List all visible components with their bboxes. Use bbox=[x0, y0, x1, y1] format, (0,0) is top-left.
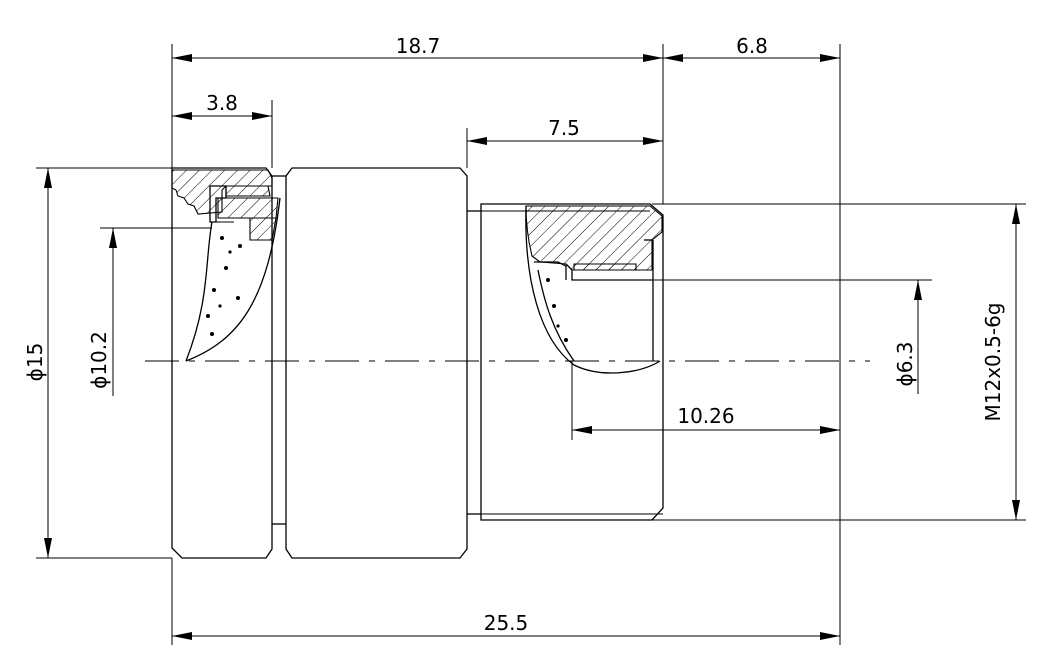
dim-thread: M12x0.5-6g bbox=[981, 303, 1005, 422]
dimension-lines bbox=[44, 54, 1020, 640]
dim-10-26: 10.26 bbox=[677, 404, 734, 428]
dim-18-7: 18.7 bbox=[396, 34, 441, 58]
dim-6-8: 6.8 bbox=[736, 34, 768, 58]
dim-25-5: 25.5 bbox=[484, 611, 529, 635]
dim-7-5: 7.5 bbox=[548, 116, 580, 140]
dimension-labels: 18.7 6.8 3.8 7.5 25.5 10.26 ϕ15 ϕ10.2 ϕ6… bbox=[23, 34, 1005, 635]
right-section bbox=[525, 205, 663, 374]
dim-3-8: 3.8 bbox=[206, 91, 238, 115]
dim-phi15: ϕ15 bbox=[23, 343, 47, 382]
dim-phi10-2: ϕ10.2 bbox=[87, 331, 111, 389]
left-section bbox=[171, 169, 281, 362]
extension-lines bbox=[36, 44, 1026, 645]
dim-phi6-3: ϕ6.3 bbox=[893, 342, 917, 387]
